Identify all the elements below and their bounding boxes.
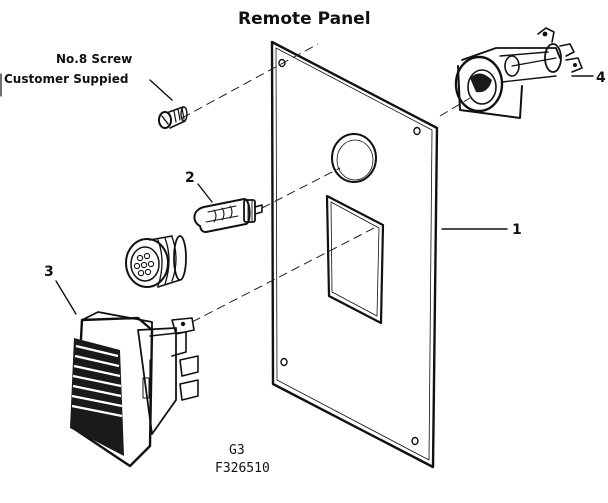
lamp-socket	[454, 27, 583, 119]
callout-2-leader	[197, 183, 213, 203]
bulb	[193, 198, 263, 233]
callout-1: 1	[512, 222, 522, 238]
panel-hole-top-left	[278, 58, 286, 68]
callout-2: 2	[185, 170, 195, 186]
callout-4: 4	[596, 70, 606, 86]
projection-lines	[181, 43, 471, 323]
panel	[270, 40, 439, 469]
panel-hole-top-right	[413, 126, 421, 136]
panel-round-cutout	[331, 133, 377, 183]
drawing-id-line2: F326510	[215, 461, 270, 476]
callout-3-leader	[55, 280, 77, 315]
drawing-id-line1: G3	[229, 443, 245, 458]
panel-rect-cutout	[325, 194, 385, 325]
callout-3: 3	[44, 264, 54, 280]
screw-note-line2: Customer Suppied	[4, 72, 128, 86]
screw-leader-line	[149, 79, 173, 101]
diagram-title: Remote Panel	[238, 9, 371, 29]
screw-note-line1: No.8 Screw	[56, 52, 132, 66]
rocker-switch	[70, 311, 199, 468]
screw	[158, 106, 188, 129]
indicator-lens	[125, 235, 187, 288]
panel-hole-bottom-left	[280, 357, 288, 367]
panel-hole-bottom-right	[411, 436, 419, 446]
